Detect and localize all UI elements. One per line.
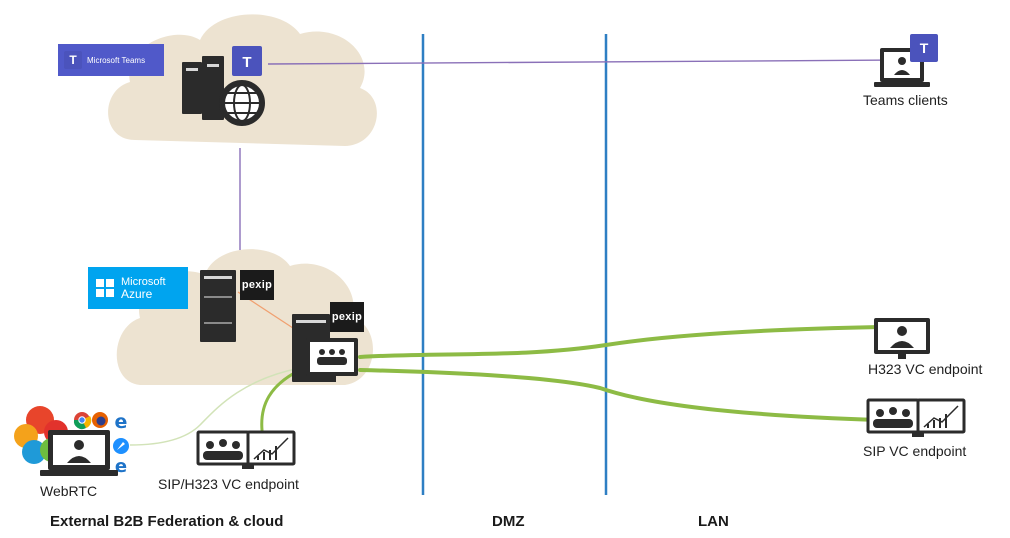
browser-firefox-icon [92,412,108,428]
browser-edge-icon: e [115,411,128,433]
media-line-sip [358,368,882,422]
teams-logo-icon: T [232,46,262,76]
h323-endpoint-icon [874,318,930,359]
media-line-webrtc [129,367,301,446]
dmz-zone-label: DMZ [492,513,525,530]
pexip-server-back-icon [200,270,236,342]
windows-logo-icon [96,279,114,297]
svg-text:e: e [115,411,128,433]
teams-clients-label: Teams clients [863,92,948,108]
lan-zone-label: LAN [698,513,729,530]
media-line-h323 [358,325,882,359]
sip-h323-endpoint-label: SIP/H323 VC endpoint [158,476,299,492]
pexip-logo-back: pexip [240,270,274,300]
webrtc-laptop-icon [40,430,118,476]
webrtc-label: WebRTC [40,483,98,499]
pexip-logo-front: pexip [330,302,364,332]
teams-client-laptop-icon: T [874,34,938,87]
external-zone-label: External B2B Federation & cloud [50,513,284,530]
sip-endpoint-label: SIP VC endpoint [863,443,967,459]
microsoft-teams-badge: T Microsoft Teams [58,44,164,76]
browser-chrome-icon [73,412,92,430]
azure-line-1: Microsoft [121,276,166,288]
globe-icon [219,80,265,126]
svg-text:T: T [920,40,929,56]
teams-server-icon [182,56,224,120]
sip-h323-endpoint-icon [196,430,296,469]
sip-endpoint-icon [866,398,966,437]
microsoft-teams-label: Microsoft Teams [87,55,146,65]
browser-safari-icon [113,438,129,454]
h323-endpoint-label: H323 VC endpoint [868,361,983,377]
pexip-conference-server-icon [292,314,358,382]
svg-text:T: T [242,54,251,71]
microsoft-azure-badge: Microsoft Azure [88,267,188,309]
teams-badge-logo-icon: T [64,51,82,69]
azure-line-2: Azure [121,287,153,301]
teams-signaling-line [267,59,906,65]
